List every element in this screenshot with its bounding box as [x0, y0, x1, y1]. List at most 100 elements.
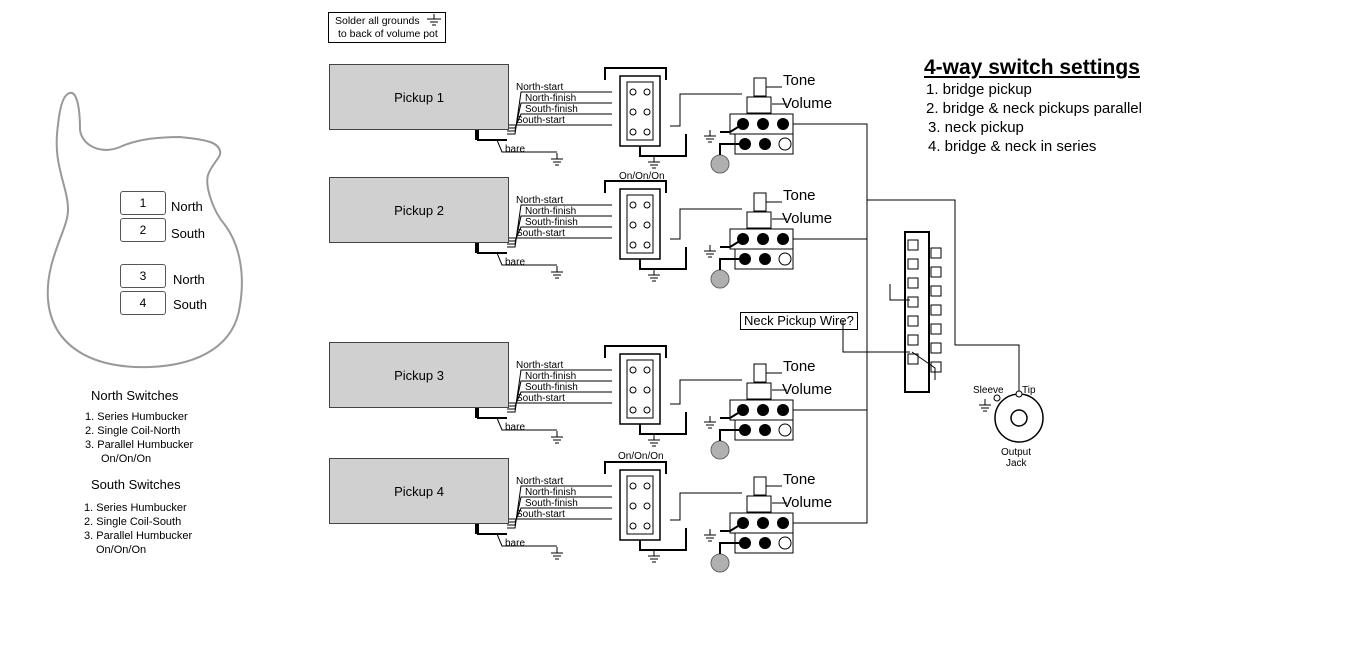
switch-lug [907, 258, 919, 270]
north-switch-item: 3. Parallel Humbucker [85, 439, 194, 451]
body-box-1: 1 [120, 191, 166, 215]
switch-label-2: On/On/On [619, 171, 665, 182]
jack-tip-label: Tip [1022, 385, 1036, 396]
switch-inner [626, 359, 654, 419]
switch-inner [626, 194, 654, 254]
switch-jumper [604, 345, 667, 358]
solder-note-line1: Solder all grounds [335, 15, 420, 27]
bare-wire [496, 139, 557, 153]
north-switch-tail: On/On/On [101, 453, 152, 465]
capacitor-icon [710, 154, 730, 174]
dpdt-switch [619, 75, 661, 147]
lead-wire [507, 91, 612, 135]
switch-lug [643, 522, 651, 530]
capacitor-lead [719, 429, 745, 441]
switch-to-pot-wire [670, 492, 742, 521]
volume-shaft [746, 96, 772, 114]
lead-wire [507, 102, 612, 132]
jack-tip-lug [1015, 390, 1023, 398]
lead-wire [507, 215, 612, 245]
lead-wire [507, 369, 612, 413]
wire-label-north-start: North-start [516, 476, 564, 487]
pot-ground-wire [720, 123, 744, 133]
switch-to-pot-wire [670, 208, 742, 240]
dpdt-switch [619, 188, 661, 260]
body-box-label-4: South [173, 297, 207, 312]
switch-lug [643, 482, 651, 490]
switch-lug [907, 334, 919, 346]
switch-lug [629, 502, 637, 510]
pickup-2: Pickup 2 [329, 177, 509, 243]
south-switch-item: 3. Parallel Humbucker [84, 530, 193, 542]
switch-lug [629, 482, 637, 490]
pot-lug [777, 404, 789, 416]
switch-to-pot-wire [670, 93, 742, 127]
tone-label: Tone [783, 471, 816, 488]
north-switch-item: 2. Single Coil-North [85, 425, 181, 437]
pot-lug [759, 138, 771, 150]
pot-lug [757, 404, 769, 416]
neck-wire-lead [889, 284, 910, 301]
capacitor-icon [710, 269, 730, 289]
switch-lug [643, 128, 651, 136]
wire-label-bare: bare [505, 422, 526, 433]
jack-sleeve-lug [993, 394, 1001, 402]
switch-lug [629, 201, 637, 209]
tone-label: Tone [783, 358, 816, 375]
south-switch-item: 2. Single Coil-South [84, 516, 182, 528]
solder-note: Solder all grounds to back of volume pot [328, 12, 446, 43]
south-switches-title: South Switches [91, 477, 181, 492]
wire-label-north-start: North-start [516, 82, 564, 93]
pickup-4: Pickup 4 [329, 458, 509, 524]
switch-lug [930, 304, 942, 316]
pot-lug [759, 537, 771, 549]
pot-lug [777, 118, 789, 130]
pot-lug [778, 536, 792, 550]
neck-pickup-wire-label: Neck Pickup Wire? [740, 312, 858, 330]
dpdt-switch [619, 353, 661, 425]
pot-lug [777, 233, 789, 245]
jack-label-2: Jack [1006, 458, 1027, 469]
pot-lug [757, 233, 769, 245]
pot-lug [757, 517, 769, 529]
north-switch-item: 1. Series Humbucker [85, 411, 188, 423]
wire-label-south-start: South-start [516, 115, 565, 126]
switch-lug [930, 342, 942, 354]
volume-label: Volume [782, 381, 833, 398]
north-switches-list: 1. Series Humbucker 2. Single Coil-North… [85, 410, 193, 466]
switch-jumper [604, 67, 667, 80]
bare-wire [496, 417, 557, 431]
north-switches-title: North Switches [91, 388, 179, 403]
ground-icon [427, 14, 441, 26]
body-box-3: 3 [120, 264, 166, 288]
wire-label-north-start: North-start [516, 360, 564, 371]
south-switches-list: 1. Series Humbucker 2. Single Coil-South… [84, 501, 192, 557]
tone-shaft [753, 192, 767, 212]
wire-label-south-finish: South-finish [525, 382, 578, 393]
switch-lug [643, 108, 651, 116]
switch-inner [626, 475, 654, 535]
wire-label-north-finish: North-finish [525, 371, 577, 382]
capacitor-icon [710, 553, 730, 573]
switch-inner [626, 81, 654, 141]
pickup-1: Pickup 1 [329, 64, 509, 130]
switch-lug [629, 522, 637, 530]
bare-wire [496, 533, 557, 547]
switch-lug [643, 386, 651, 394]
jack-sleeve-label: Sleeve [973, 385, 1004, 396]
output-jack-center [1010, 409, 1028, 427]
switch-lug [643, 88, 651, 96]
capacitor-lead [719, 542, 745, 554]
wire-label-south-finish: South-finish [525, 104, 578, 115]
pot-ground-wire [720, 522, 744, 532]
lead-wire [507, 485, 612, 529]
south-switch-item: 1. Series Humbucker [84, 502, 187, 514]
switch-lug [930, 266, 942, 278]
volume-shaft [746, 495, 772, 513]
switch-lug [930, 285, 942, 297]
switch-setting-item: 2. bridge & neck pickups parallel [926, 100, 1142, 117]
switch-lug [629, 221, 637, 229]
pot-lug [759, 253, 771, 265]
body-box-label-2: South [171, 226, 205, 241]
pot-lug [757, 118, 769, 130]
